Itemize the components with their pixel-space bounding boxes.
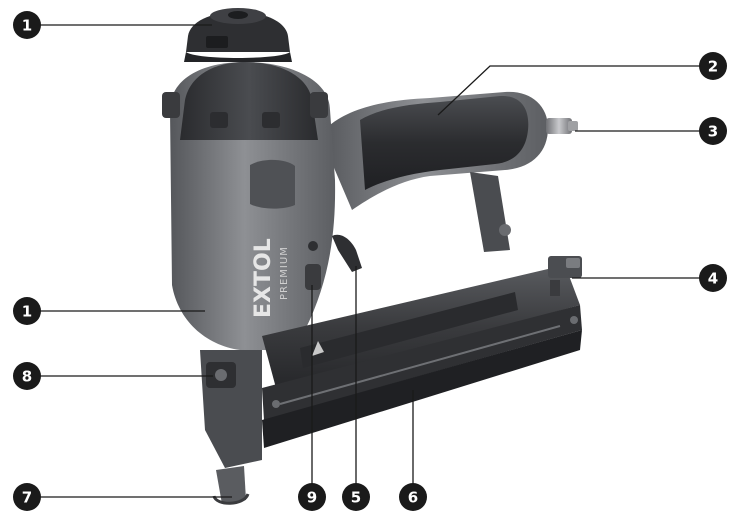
callout-label: 5 [351, 489, 361, 507]
callout-label: 1 [22, 303, 32, 321]
callout-c3: 3 [699, 117, 727, 145]
magazine-latch [548, 256, 582, 296]
callout-label: 3 [708, 123, 718, 141]
warning-label [300, 292, 518, 368]
callout-label: 1 [22, 17, 32, 35]
handle [320, 91, 578, 252]
handle-grip [360, 95, 529, 190]
callout-label: 8 [22, 368, 32, 386]
callout-label: 6 [408, 489, 418, 507]
nose-assembly [200, 350, 262, 505]
callout-c8: 8 [13, 362, 41, 390]
leader-c2 [437, 65, 718, 116]
callout-c4: 4 [699, 264, 727, 292]
callout-label: 2 [708, 58, 718, 76]
callout-c9: 9 [298, 483, 326, 511]
safety-lock [305, 241, 321, 290]
callout-c5: 5 [342, 483, 370, 511]
brand-logo: EXTOL [251, 238, 276, 318]
depth-adjuster [206, 362, 236, 388]
callout-c1-body: 1 [13, 297, 41, 325]
brand-sub: PREMIUM [279, 246, 290, 300]
callout-badges: 1 2 3 4 1 8 7 9 [13, 11, 727, 511]
trigger [332, 234, 362, 272]
callout-label: 7 [22, 489, 32, 507]
housing [162, 62, 336, 350]
safety-contact-tip [212, 466, 250, 505]
callout-c1-top: 1 [13, 11, 41, 39]
brand-mark: EXTOL PREMIUM [251, 238, 290, 318]
callout-c6: 6 [399, 483, 427, 511]
callout-label: 4 [708, 270, 718, 288]
callout-c7: 7 [13, 483, 41, 511]
air-inlet-fitting [546, 118, 572, 134]
magazine [262, 265, 582, 448]
callout-label: 9 [307, 489, 317, 507]
exhaust-cap [184, 8, 292, 62]
callout-c2: 2 [699, 52, 727, 80]
leader-lines [40, 24, 718, 498]
